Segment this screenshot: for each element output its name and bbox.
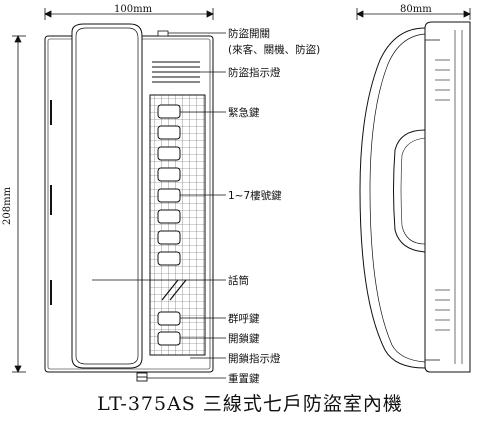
alarm-switch-label: 防盜開關 <box>228 27 270 40</box>
handset-hook <box>161 279 187 301</box>
speaker-grille <box>152 61 200 83</box>
key <box>157 230 181 245</box>
key <box>157 209 181 224</box>
width-dimension <box>44 8 214 20</box>
key <box>157 311 181 326</box>
alarm-indicator-label: 防盜指示燈 <box>228 66 281 79</box>
key <box>157 331 181 346</box>
width-dimension-label: 100mm <box>114 4 153 15</box>
key <box>157 251 181 266</box>
side-view <box>359 21 471 373</box>
height-dimension <box>12 35 26 373</box>
reset-key <box>136 372 148 382</box>
unlock-indicator-label: 開鎖指示燈 <box>228 352 281 365</box>
alarm-switch-modes-label: (來客、關機、防盜) <box>228 43 320 56</box>
handset-label: 話筒 <box>228 274 249 287</box>
key <box>157 188 181 203</box>
unlock-key-label: 開鎖鍵 <box>228 332 260 345</box>
group-call-key-label: 群呼鍵 <box>228 312 260 325</box>
handset <box>71 23 143 369</box>
key-column <box>157 104 181 346</box>
leader-lines <box>92 32 226 379</box>
floor-keys-label: 1~7樓號鍵 <box>228 189 282 202</box>
emergency-key-label: 緊急鍵 <box>228 106 260 119</box>
height-dimension-label: 208mm <box>2 186 13 225</box>
key <box>157 104 181 119</box>
diagram-title: LT-375AS 三線式七戶防盜室內機 <box>97 393 403 415</box>
side-width-dimension-label: 80mm <box>400 4 432 15</box>
key <box>157 167 181 182</box>
key <box>157 125 181 140</box>
alarm-switch <box>157 30 169 37</box>
side-width-dimension <box>356 8 471 20</box>
reset-key-label: 重置鍵 <box>228 372 260 385</box>
side-ribs <box>435 59 450 331</box>
key <box>157 146 181 161</box>
